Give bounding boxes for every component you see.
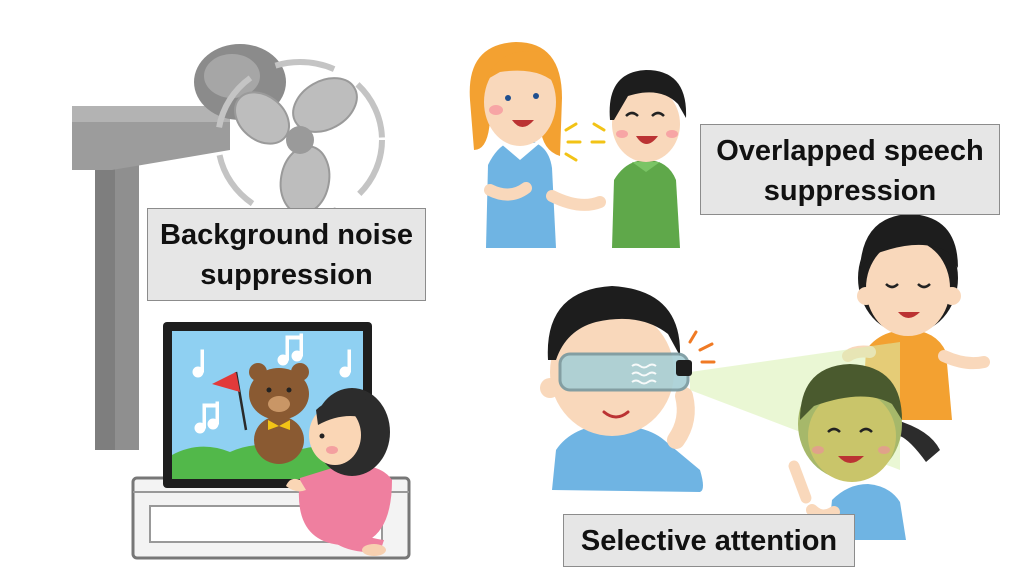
music-note-icon: [194, 401, 219, 434]
music-note-icon: [192, 349, 204, 378]
standing-fan-illustration: [72, 44, 385, 450]
talking-woman-illustration: [469, 42, 606, 248]
overlapped-label-line2: suppression: [763, 175, 937, 207]
talking-boy-illustration: [609, 70, 687, 248]
background-label-line2: suppression: [200, 259, 373, 291]
boy-with-smart-glasses-illustration: [540, 286, 716, 492]
overlapped-speech-suppression-label: Overlapped speech suppression: [700, 124, 1000, 215]
girl-watching-tv-illustration: [286, 388, 392, 556]
background-noise-suppression-label: Background noise suppression: [147, 208, 426, 301]
fan-blades: [234, 77, 358, 215]
smart-glasses: [558, 352, 690, 392]
speech-lines: [564, 122, 606, 162]
background-label-line1: Background noise: [160, 219, 413, 251]
music-note-icon: [339, 349, 351, 378]
pointing-girl-illustration: [788, 364, 940, 540]
music-note-icon: [277, 333, 303, 366]
flag-icon: [212, 371, 248, 431]
bear-icon: [249, 363, 309, 464]
selective-attention-label: Selective attention: [563, 514, 855, 567]
overlapped-label-line1: Overlapped speech: [716, 135, 984, 167]
selective-label-line1: Selective attention: [580, 525, 838, 557]
